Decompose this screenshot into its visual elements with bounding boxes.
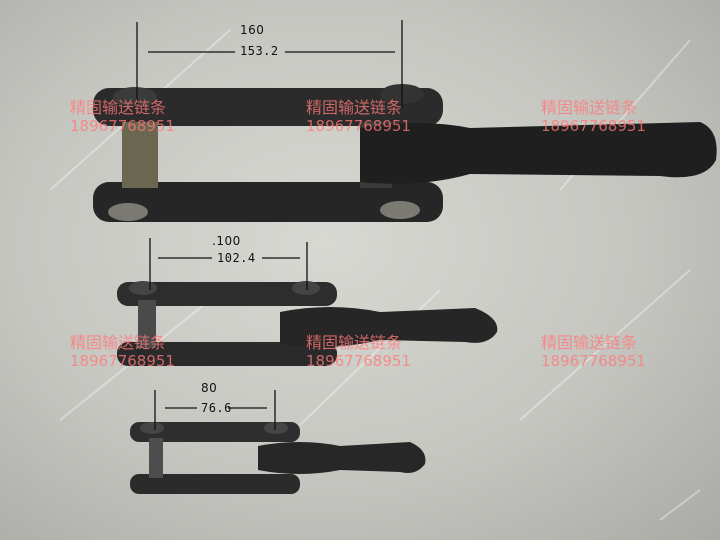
chain-160-measured-label: 153.2 bbox=[240, 44, 279, 58]
chain-80-size-label: 80 bbox=[201, 381, 218, 395]
chain-80-measured-label: 76.6 bbox=[201, 401, 232, 415]
watermark-company: 精固输送链条 bbox=[541, 333, 638, 352]
watermark-phone: 18967768951 bbox=[306, 117, 411, 135]
watermark-phone: 18967768951 bbox=[541, 117, 646, 135]
watermark-company: 精固输送链条 bbox=[70, 333, 167, 352]
chain-link-100 bbox=[117, 281, 498, 366]
watermark: 精固输送链条 18967768951 bbox=[306, 333, 411, 371]
watermark-phone: 18967768951 bbox=[541, 352, 646, 370]
chain-link-160 bbox=[93, 84, 717, 222]
watermark-company: 精固输送链条 bbox=[306, 98, 403, 117]
watermark-company: 精固输送链条 bbox=[70, 98, 167, 117]
chain-160-size-label: 160 bbox=[240, 23, 265, 37]
watermark-phone: 18967768951 bbox=[70, 352, 175, 370]
watermark-company: 精固输送链条 bbox=[306, 333, 403, 352]
watermark: 精固输送链条 18967768951 bbox=[306, 98, 411, 136]
chain-100-measured-label: 102.4 bbox=[217, 251, 256, 265]
watermark: 精固输送链条 18967768951 bbox=[70, 98, 175, 136]
watermark-company: 精固输送链条 bbox=[541, 98, 638, 117]
chain-link-80 bbox=[130, 422, 426, 494]
watermark: 精固输送链条 18967768951 bbox=[70, 333, 175, 371]
dimension-lines bbox=[136, 20, 403, 430]
watermark: 精固输送链条 18967768951 bbox=[541, 333, 646, 371]
chain-100-size-label: .100 bbox=[212, 234, 241, 248]
watermark-phone: 18967768951 bbox=[70, 117, 175, 135]
watermark-phone: 18967768951 bbox=[306, 352, 411, 370]
watermark: 精固输送链条 18967768951 bbox=[541, 98, 646, 136]
